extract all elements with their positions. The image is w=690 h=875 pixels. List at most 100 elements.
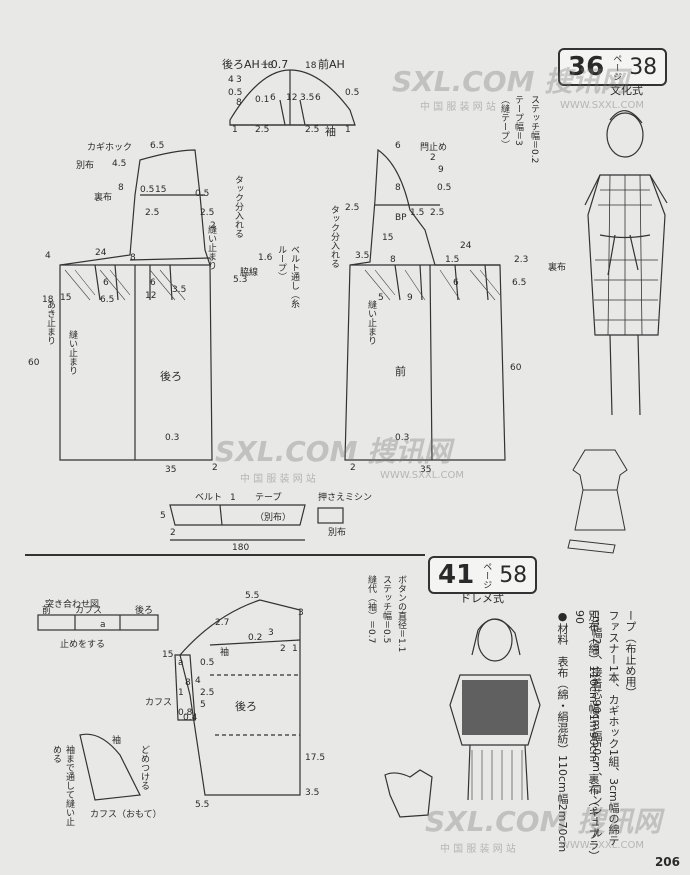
back-tuck: タック分入れる [233,175,243,238]
belt-tape: テープ [255,492,281,503]
lower-dim: 1 [292,644,298,654]
front-dim: 35 [420,465,431,475]
lower-dim: 15 [162,650,173,660]
watermark-url: WWW.SXXL.COM [560,840,644,851]
back-yokosen: 脇線 [240,266,258,278]
stitch-note-2: テープ幅＝3 [513,95,523,146]
page-ref-number: 41 [438,560,475,590]
front-label: 前 [395,364,406,378]
sleeve-back-ah: 後ろAH＋0.7 [222,57,288,71]
back-dim: 2.5 [145,208,159,218]
front-dim: 0.5 [437,183,451,193]
front-ura: 裏布 [548,261,566,273]
back-dim: 2 [210,221,216,231]
watermark-logo: SXL.COM 搜讯网 [215,435,452,468]
back-dim: 6 [150,278,156,288]
lower-dim: 5.5 [195,800,209,810]
lower-dim: 0.5 [200,658,214,668]
lower-dim: 1 [178,688,184,698]
detail-sode: 袖 [112,734,121,746]
lower-dim: 3 [268,628,274,638]
sleeve-dim: 0.1 [255,95,269,105]
sleeve-dim: 3 [236,75,242,85]
page-ref-number: 36 [568,52,605,82]
front-nui-tomari: 縫い止まり [366,300,376,345]
belt-betsu: （別布） [255,511,291,523]
lower-dim: a [178,658,184,668]
tsukiawase-a: a [100,620,106,630]
back-belt-loop: ベルト通し（糸ループ） [276,245,299,308]
sleeve-front-ah: 前AH [318,57,345,71]
button-note-1: ボタンの直径＝1.1 [396,575,406,653]
sleeve-dim: 2.5 [305,125,319,135]
watermark-logo: SXL.COM 搜讯网 [425,805,662,838]
materials-line-5: ープ（布止め用） [624,610,637,698]
sleeve-dim: 1 [232,125,238,135]
detail-dome: どめつける [139,745,149,790]
lower-dim: 5 [200,700,206,710]
back-dim: 6.5 [150,141,164,151]
stitch-note-3: （縫テープ） [499,95,509,149]
lower-sleeve-label: 袖 [220,646,229,658]
front-dim: 8 [395,183,401,193]
lower-dim: 0.8 [178,708,193,718]
tsukiawase-tomeru: 止めをする [60,638,105,650]
back-dim: 8 [118,183,124,193]
belt-dim: 2 [170,528,176,538]
page-ref-unit: ページ [481,561,492,589]
lower-dim: 2.5 [200,688,214,698]
belt-dim: 1 [230,493,236,503]
page-ref-unit: ページ [611,53,622,81]
front-dim: 2.5 [430,208,444,218]
belt-dim: 180 [232,543,249,553]
back-ura: 裏布 [94,191,112,203]
back-label: 後ろ [160,369,182,383]
sleeve-dim: 1 [345,125,351,135]
sleeve-dim: 18 [262,61,274,71]
belt-dim: 5 [160,511,166,521]
belt-betsu2: 別布 [328,526,346,538]
sleeve-dim: 8 [236,98,242,108]
back-dim: 0.5 [195,189,209,199]
tsukiawase-ushiro: 後ろ [135,604,153,616]
lower-back-label: 後ろ [235,699,257,713]
front-bp: BP [395,213,407,223]
sleeve-dim: 6 [315,93,321,103]
sleeve-dim: 0.5 [228,88,242,98]
front-dim: 24 [460,241,472,251]
pattern-style-upper: 文化式 [610,84,643,97]
materials-line-4: ファスナー1本、カギホック1組、3cm幅の綿テ [607,610,620,846]
page-number: 206 [654,855,680,869]
front-dim: 9 [438,165,444,175]
blouse-illustration [449,618,541,801]
upper-pattern-drawing: 18 18 4 3 0.5 0.5 6 12 3.5 6 1 2.5 2.5 1… [25,57,566,556]
back-nui-tomari-top: 縫い止まり [206,225,216,270]
lower-dim: 2.7 [215,618,229,628]
back-dim: 5.3 [233,275,247,285]
back-dim: 0.5 [140,185,154,195]
front-dim: 6 [453,278,459,288]
front-dim: 9 [407,293,413,303]
lower-dim: 8 [185,678,191,688]
back-dim: 60 [28,358,40,368]
detail-note: 袖まで通して縫い止める [51,745,74,826]
belt-osae: 押さえミシン [318,491,372,503]
front-dim: 2.5 [345,203,359,213]
back-dim: 1.6 [258,253,273,263]
front-dim: 6.5 [512,278,526,288]
front-dim: 8 [390,255,396,265]
materials-line-2: 別布（綿）110cm幅1m90cm、裏布（キュプラ）90 [573,610,600,862]
front-dim: 15 [382,233,393,243]
materials-line-1: ●材料 表布（綿・絹混紡）110cm幅2m70cm [556,610,569,853]
lower-pattern-drawing: 突き合わせ図 前 カフス 後ろ a 止めをする 後ろ 袖 カフス 5.5 3 2… [37,591,433,820]
page-box-upper: 36 ページ 38 [558,48,668,86]
back-dim: 12 [145,291,156,301]
front-dim: 1.5 [410,208,424,218]
lower-dim: 0.4 [183,713,198,723]
stitch-note-1: ステッチ幅＝0.2 [529,95,539,164]
page-ref-page: 58 [499,562,528,588]
sleeve-dim: 6 [270,93,276,103]
page-ref-page: 38 [629,54,658,80]
pattern-style-lower: ドレメ式 [460,592,504,605]
dress-flat-sketch [567,449,628,554]
